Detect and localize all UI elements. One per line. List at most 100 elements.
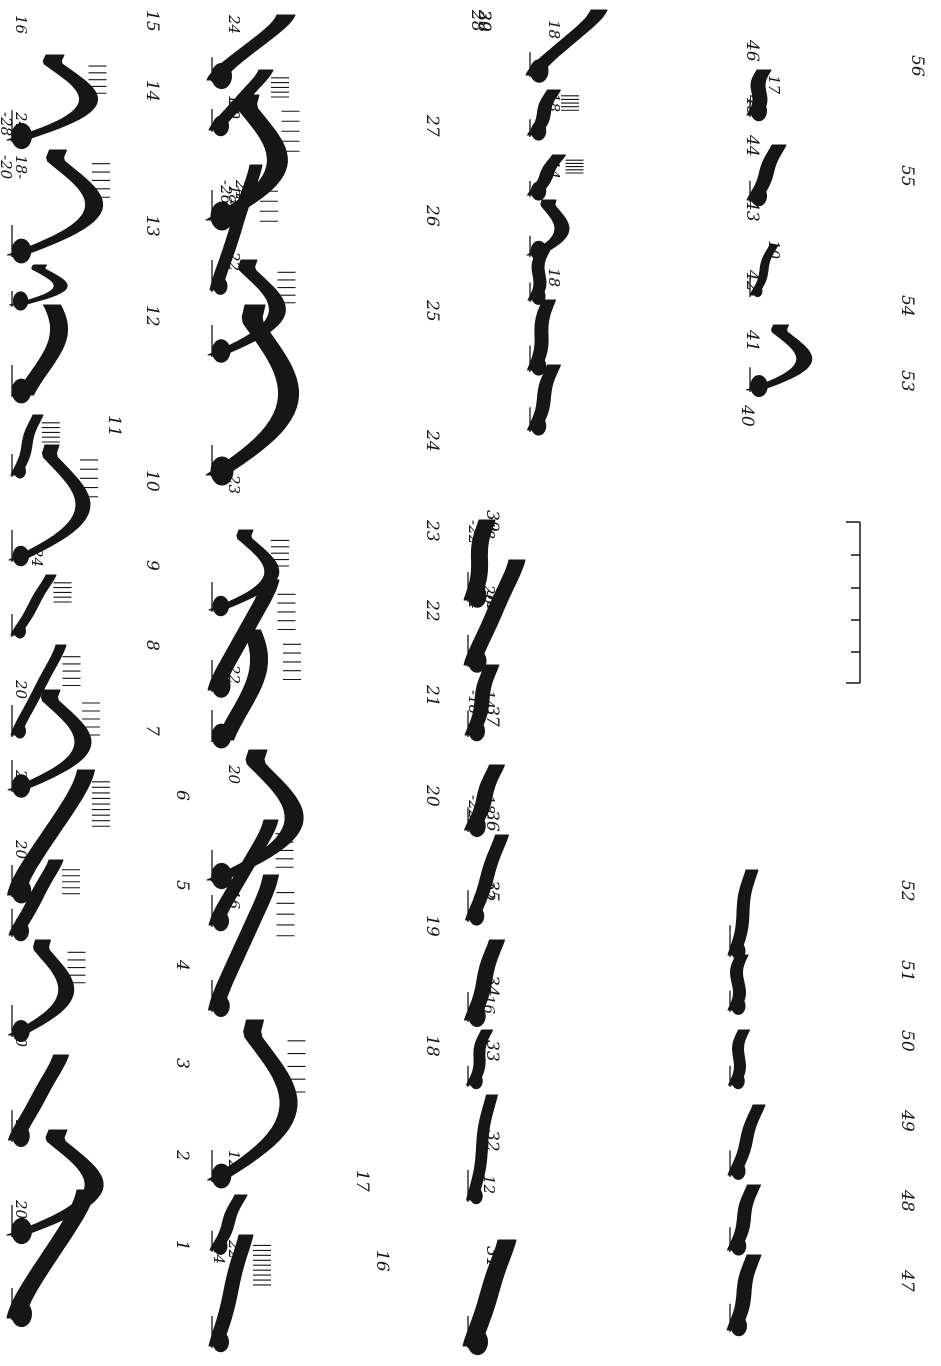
thickness-label: 20 xyxy=(225,765,243,785)
profile-48 xyxy=(727,1184,761,1256)
profile-number-label: 25 xyxy=(422,300,442,322)
thickness-label: 20 xyxy=(12,770,30,790)
profile-6 xyxy=(7,769,110,904)
profile-4 xyxy=(8,939,86,1042)
scale-bar xyxy=(846,521,861,684)
profile-body xyxy=(7,769,95,896)
profile-number-label: 8 xyxy=(142,640,162,651)
profile-body xyxy=(464,939,505,1021)
profile-number-label: 44 xyxy=(742,135,762,157)
profile-number-label: 4 xyxy=(172,960,192,971)
profile-number-label: 46 xyxy=(742,40,762,62)
profile-body xyxy=(208,874,279,1011)
thickness-label: 18 xyxy=(545,20,563,40)
profile-32 xyxy=(466,1094,498,1205)
thickness-label: 18- -22 xyxy=(465,520,498,545)
profile-number-label: 27 xyxy=(422,115,442,137)
profile-54 xyxy=(749,244,779,298)
thickness-label: 22 xyxy=(225,252,243,272)
profile-body xyxy=(16,304,68,396)
profile-number-label: 20 xyxy=(422,785,442,807)
profile-number-label: 21 xyxy=(422,685,442,707)
profile-34 xyxy=(464,939,505,1027)
profile-8 xyxy=(10,644,81,739)
thickness-label: 20 xyxy=(12,1120,30,1140)
profile-number-label: 12 xyxy=(142,305,162,327)
profile-body xyxy=(10,644,67,736)
profile-number-label: 26 xyxy=(422,205,442,227)
profile-number-label: 6 xyxy=(172,790,192,801)
profile-body xyxy=(208,529,280,611)
profile-16 xyxy=(208,1234,271,1353)
profile-25 xyxy=(205,304,299,486)
thickness-label: 16 xyxy=(480,995,498,1015)
thickness-label: 20 xyxy=(12,680,30,700)
profile-number-label: 48 xyxy=(897,1190,917,1212)
profile-26 xyxy=(207,259,296,363)
profile-body xyxy=(207,259,286,356)
profile-body xyxy=(9,264,68,306)
profile-number-label: 30 xyxy=(474,10,494,32)
profile-number-label: 3 xyxy=(172,1058,192,1069)
profile-body xyxy=(8,1054,69,1141)
profile-7 xyxy=(7,689,100,798)
profile-47 xyxy=(726,1254,762,1337)
profile-14 xyxy=(7,149,110,264)
profile-35 xyxy=(465,834,509,926)
profile-33 xyxy=(466,1029,493,1090)
profile-body xyxy=(465,834,509,921)
profile-number-label: 15 xyxy=(142,10,162,32)
profile-39 xyxy=(463,519,496,608)
profile-number-label: 32 xyxy=(482,1130,502,1152)
profile-44 xyxy=(527,154,584,201)
profile-body xyxy=(8,939,75,1036)
profile-number-label: 49 xyxy=(897,1110,917,1132)
profile-number-label: 53 xyxy=(897,370,917,392)
profile-56 xyxy=(746,69,772,122)
profile-body xyxy=(726,1254,762,1331)
profile-24 xyxy=(208,529,289,617)
profile-body xyxy=(527,299,556,371)
profile-body xyxy=(10,574,57,636)
profile-number-label: 13 xyxy=(142,215,162,237)
profile-number-label: 54 xyxy=(897,295,917,317)
profile-13 xyxy=(9,264,68,311)
profile-number-label: 18 xyxy=(422,1035,442,1057)
profile-body xyxy=(525,9,608,76)
profile-number-label: 9 xyxy=(142,560,162,571)
thickness-label: 23 xyxy=(225,475,243,495)
thickness-label: 18- -22 xyxy=(465,795,498,820)
thickness-label: 16 xyxy=(12,15,30,35)
profile-38 xyxy=(463,559,526,673)
profile-17 xyxy=(209,1194,248,1255)
profile-body xyxy=(208,1234,254,1347)
thickness-label: 14 xyxy=(12,918,30,938)
profile-body xyxy=(6,54,98,141)
profile-body xyxy=(727,954,749,1011)
profile-46 xyxy=(525,9,608,83)
profile-body xyxy=(746,69,772,116)
thickness-label: 18 xyxy=(545,268,563,288)
thickness-label: 24- -28 xyxy=(0,112,30,137)
thickness-label: 16 xyxy=(225,890,243,910)
profile-11 xyxy=(10,414,60,479)
profile-body xyxy=(206,14,296,81)
thickness-label: 14 xyxy=(545,160,563,180)
profile-number-label: 22 xyxy=(422,600,442,622)
profile-body xyxy=(208,69,274,131)
profile-body xyxy=(8,859,64,936)
profile-number-label: 19 xyxy=(422,915,442,937)
profile-number-label: 24 xyxy=(422,430,442,452)
profile-body xyxy=(746,324,813,391)
profile-15 xyxy=(6,54,107,150)
profile-40 xyxy=(527,364,561,436)
thickness-label: 14- -18 xyxy=(465,690,498,715)
profile-body xyxy=(10,414,44,476)
thickness-label: 12 xyxy=(225,1150,243,1170)
profile-number-label: 33 xyxy=(482,1040,502,1062)
profile-body xyxy=(463,519,496,601)
profile-body xyxy=(526,199,570,256)
profile-55 xyxy=(746,144,787,207)
profile-number-label: 55 xyxy=(897,165,917,187)
profile-body xyxy=(527,89,561,136)
